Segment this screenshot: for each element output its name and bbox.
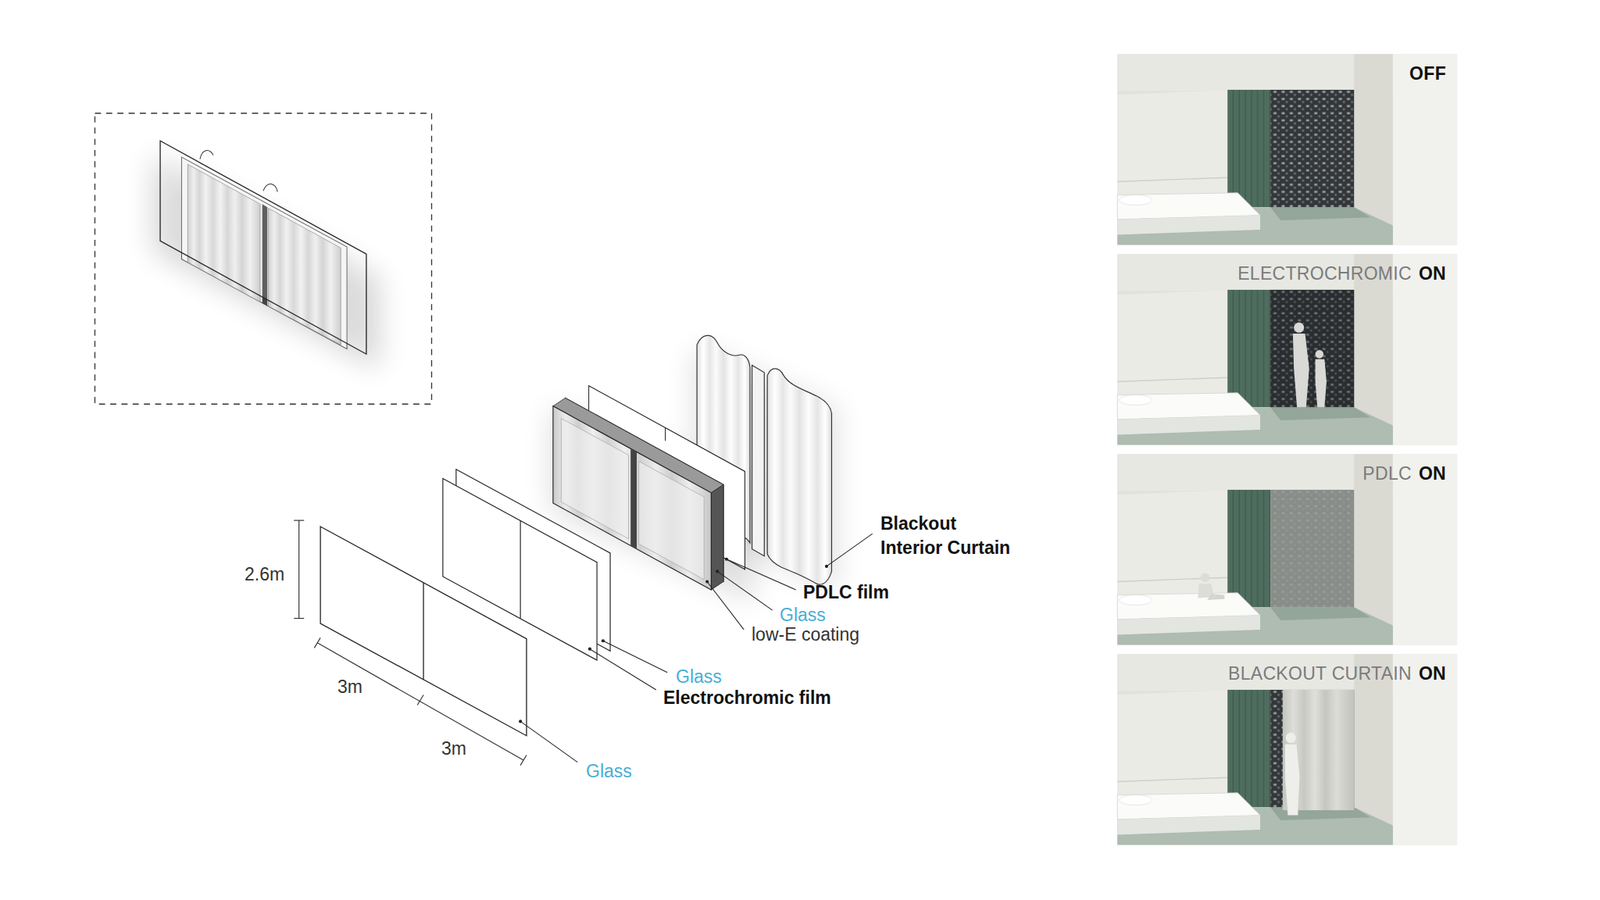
- front-glass: [320, 526, 527, 736]
- art-polygon: [630, 449, 637, 550]
- render-panel: ELECTROCHROMIC ON: [1117, 253, 1458, 445]
- art-line: [293, 520, 304, 522]
- art-line: [603, 640, 668, 672]
- art-polygon: [639, 460, 705, 580]
- art-path: [1284, 743, 1300, 815]
- state-label: ON: [1418, 262, 1447, 285]
- part-label: Electrochromic film: [663, 685, 832, 711]
- part-label: 2.6m: [244, 562, 285, 587]
- art-path: [767, 368, 832, 585]
- part-label: PDLC film: [803, 580, 890, 605]
- art-circle: [1200, 572, 1211, 583]
- render-pdlc: [1117, 453, 1458, 645]
- art-polygon: [752, 365, 765, 557]
- part-label: Glass: [779, 603, 826, 628]
- art-line: [826, 533, 873, 567]
- art-circle: [1315, 350, 1324, 358]
- art-line: [422, 582, 424, 680]
- art-circle: [601, 639, 605, 643]
- art-line: [417, 694, 424, 705]
- art-circle: [1293, 322, 1304, 333]
- panel-caption: OFF: [1409, 62, 1447, 85]
- leader-lines: [520, 533, 873, 763]
- art-rect: [1270, 489, 1354, 608]
- art-polygon: [560, 418, 629, 540]
- art-line: [317, 642, 524, 761]
- art-circle: [518, 719, 522, 723]
- art-circle: [705, 579, 709, 583]
- part-label: Glass: [675, 664, 722, 690]
- art-circle: [1285, 732, 1297, 743]
- art-circle: [725, 557, 729, 561]
- art-line: [298, 520, 300, 618]
- art-line: [293, 617, 304, 619]
- render-blackout: [1117, 653, 1458, 845]
- panel-caption: ELECTROCHROMIC ON: [1237, 262, 1447, 285]
- render-panel: OFF: [1117, 53, 1458, 245]
- panel-caption: PDLC ON: [1362, 462, 1447, 485]
- state-label: ON: [1418, 462, 1447, 485]
- art-path: [1292, 333, 1310, 408]
- art-polygon: [320, 526, 527, 736]
- part-label: 3m: [441, 736, 467, 761]
- state-label: PDLC: [1362, 462, 1412, 485]
- art-use: [1117, 453, 1458, 645]
- art-rect: [1270, 489, 1354, 608]
- art-line: [717, 571, 773, 611]
- render-panel: PDLC ON: [1117, 453, 1458, 645]
- art-line: [520, 520, 522, 618]
- art-line: [314, 637, 321, 648]
- art-rect: [94, 113, 432, 404]
- art-polygon: [160, 140, 367, 354]
- art-rect: [1270, 89, 1354, 208]
- render-off: [1117, 53, 1458, 245]
- art-line: [664, 427, 666, 441]
- art-path: [1315, 359, 1327, 408]
- state-label: ELECTROCHROMIC: [1237, 262, 1412, 285]
- art-use: [1117, 53, 1458, 245]
- assembled-inset: [94, 113, 432, 404]
- part-label: Glass: [585, 759, 633, 784]
- art-line: [520, 721, 578, 762]
- state-label: OFF: [1409, 62, 1447, 85]
- render-panel: BLACKOUT CURTAIN ON: [1117, 653, 1458, 845]
- art-use: [1117, 653, 1458, 845]
- art-circle: [825, 564, 829, 568]
- part-label: low-E coating: [751, 622, 860, 647]
- part-label: Blackout Interior Curtain: [880, 511, 1018, 561]
- panel-caption: BLACKOUT CURTAIN ON: [1228, 662, 1447, 685]
- art-rect: [1270, 289, 1354, 408]
- art-rect: [1270, 289, 1354, 408]
- render-electrochromic: [1117, 253, 1458, 445]
- art-circle: [715, 569, 719, 573]
- art-line: [707, 581, 744, 629]
- art-line: [520, 755, 527, 766]
- art-use: [1117, 253, 1458, 445]
- part-label: 3m: [337, 675, 363, 700]
- state-label: BLACKOUT CURTAIN: [1228, 662, 1412, 685]
- art-circle: [588, 647, 592, 651]
- art-line: [589, 649, 657, 690]
- dimension-lines: [293, 520, 527, 765]
- state-label: ON: [1418, 662, 1447, 685]
- art-path: [1207, 593, 1225, 600]
